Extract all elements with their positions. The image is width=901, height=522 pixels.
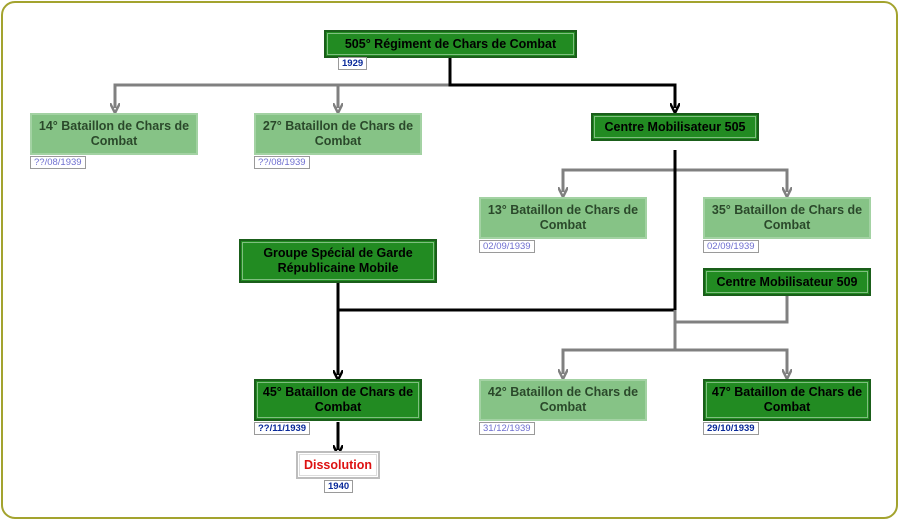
node-505-regiment[interactable]: 505° Régiment de Chars de Combat — [324, 30, 577, 58]
date-badge: 29/10/1939 — [703, 422, 759, 435]
node-label: 27° Bataillon de Chars de Combat — [262, 119, 414, 148]
line-to-35 — [675, 168, 787, 192]
node-label: Dissolution — [303, 457, 373, 472]
node-label: 47° Bataillon de Chars de Combat — [711, 385, 863, 414]
node-42-bataillon[interactable]: 42° Bataillon de Chars de Combat — [479, 379, 647, 421]
line-cm505-to-13-35 — [563, 150, 677, 192]
date-badge: ??/11/1939 — [254, 422, 311, 435]
node-47-bataillon[interactable]: 47° Bataillon de Chars de Combat — [703, 379, 871, 421]
node-label: 13° Bataillon de Chars de Combat — [487, 203, 639, 232]
node-label: 505° Régiment de Chars de Combat — [344, 36, 557, 51]
node-dissolution[interactable]: Dissolution — [296, 451, 380, 479]
date-badge: ??/08/1939 — [254, 156, 310, 169]
node-label: 42° Bataillon de Chars de Combat — [487, 385, 639, 414]
line-505-to-cm505 — [448, 57, 675, 108]
node-cm-509[interactable]: Centre Mobilisateur 509 — [703, 268, 871, 296]
node-label: 45° Bataillon de Chars de Combat — [262, 385, 414, 414]
line-cm509 — [673, 296, 789, 350]
date-badge: 31/12/1939 — [479, 422, 535, 435]
node-label: 35° Bataillon de Chars de Combat — [711, 203, 863, 232]
node-27-bataillon[interactable]: 27° Bataillon de Chars de Combat — [254, 113, 422, 155]
node-label: Groupe Spécial de Garde Républicaine Mob… — [263, 246, 413, 275]
node-label: Centre Mobilisateur 509 — [716, 274, 858, 289]
line-to-42 — [563, 348, 675, 374]
node-13-bataillon[interactable]: 13° Bataillon de Chars de Combat — [479, 197, 647, 239]
line-to-47 — [675, 348, 787, 374]
node-45-bataillon[interactable]: 45° Bataillon de Chars de Combat — [254, 379, 422, 421]
node-groupe-special[interactable]: Groupe Spécial de Garde Républicaine Mob… — [239, 239, 437, 283]
node-label: Centre Mobilisateur 505 — [604, 119, 746, 134]
date-badge: 02/09/1939 — [479, 240, 535, 253]
node-35-bataillon[interactable]: 35° Bataillon de Chars de Combat — [703, 197, 871, 239]
date-badge: ??/08/1939 — [30, 156, 86, 169]
line-505-to-14-27 — [113, 57, 452, 108]
node-label: 14° Bataillon de Chars de Combat — [38, 119, 190, 148]
date-badge: 1940 — [324, 480, 354, 493]
node-cm-505[interactable]: Centre Mobilisateur 505 — [591, 113, 759, 141]
date-badge: 02/09/1939 — [703, 240, 759, 253]
date-badge: 1929 — [338, 57, 368, 70]
node-14-bataillon[interactable]: 14° Bataillon de Chars de Combat — [30, 113, 198, 155]
